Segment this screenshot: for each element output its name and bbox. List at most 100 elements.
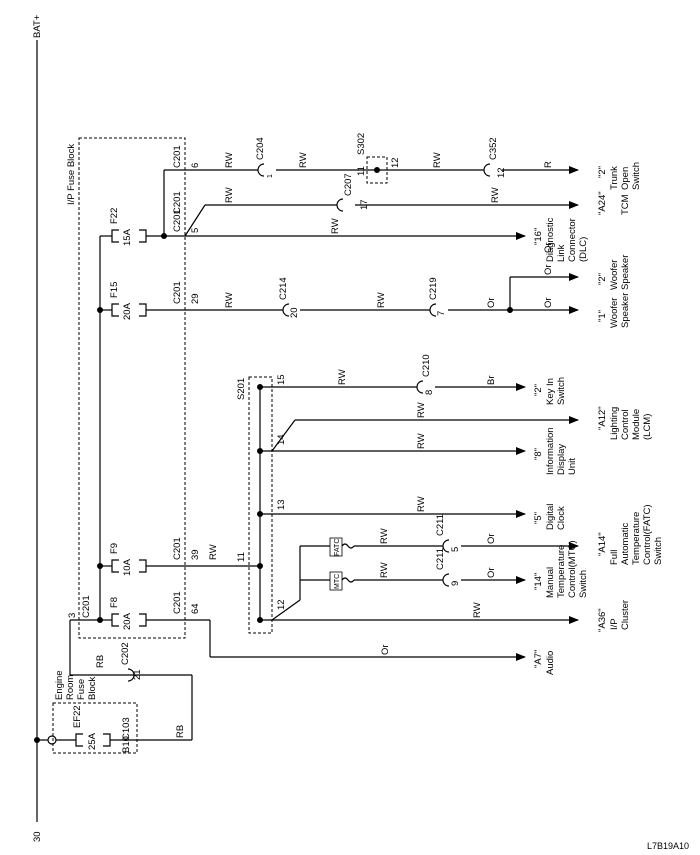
lcm-line-3: Module [631,409,642,440]
wire-br: Br [486,376,497,386]
dlc-line-3: Connector [567,218,578,262]
mtc-tag-box [329,571,343,591]
idu-line-3: Unit [567,458,578,475]
c210-label: C210 [421,354,432,377]
c204-connector [257,163,265,177]
clock-line-2: Clock [556,506,567,530]
s201-pin-14: 14 [276,434,287,445]
c201-3-pin: 3 [67,613,78,618]
wire-rw-10b: RW [379,562,390,578]
engine-room-label-2: Room [65,675,76,700]
fatc-tag: FATC [334,539,341,556]
keyin-ref: "2" [533,384,544,396]
cluster-line-1: I/P [609,618,620,630]
c207-connector [336,198,344,212]
c204-pin: 1 [267,174,274,178]
c201-f15-label: C201 [172,281,183,304]
woofer1-ref: "1" [597,310,608,322]
wire-rw-9: RW [416,496,427,512]
wire-rw-3: RW [330,218,341,234]
lcm-line-1: Lighting [609,407,620,440]
clock-line-1: Digital [545,504,556,530]
c219-pin: 7 [436,311,447,316]
engine-room-label-1: Engine [54,670,65,700]
clock-ref: "5" [533,512,544,524]
ip-fuse-block-box [78,137,186,639]
s302-out-pin: 12 [390,157,401,168]
ef22-rating: 25A [87,732,98,750]
wire-rw-8: RW [416,433,427,449]
fatc-tag-box [329,537,343,557]
f15-name: F15 [109,282,120,298]
mtc-ref: "14" [533,573,544,590]
wire-or-10d: Or [486,567,497,578]
f22-rating: 15A [122,228,133,246]
woofer2-line-1: Woofer [609,260,620,290]
s201-label: S201 [236,378,247,400]
dlc-ref: "16" [533,228,544,245]
c211-fatc-connector [442,539,450,553]
c210-pin: 8 [424,390,435,395]
c207-label: C207 [343,173,354,196]
c201-f8-pin: 64 [190,603,201,614]
keyin-line-2: Switch [556,377,567,405]
tcm-line-1: TCM [620,194,631,215]
f8-name: F8 [109,597,120,608]
woofer2-line-2: Speaker [620,255,631,290]
c201-f8-label: C201 [172,591,183,614]
wire-rw-1a: RW [224,152,235,168]
f22-name: F22 [109,208,120,224]
s302-label: S302 [356,133,367,155]
c210-connector [416,380,424,394]
c211-mtc-pin: 9 [450,581,461,586]
figure-code: L7B19A10 [647,841,689,851]
c201-f22b-label: C201 [172,209,183,232]
engine-room-fuse-block-box [52,702,138,754]
ground-number: 30 [32,831,43,842]
wire-rw-6a: RW [337,369,348,385]
wire-rw-4b: RW [376,292,387,308]
wire-rb-lower: RB [175,725,186,738]
c201-f9-pin: 39 [190,549,201,560]
dlc-line-1: Diagnostic [545,217,556,262]
audio-line-1: Audio [545,651,556,675]
fatc-line-3: Temperature [631,512,642,565]
wire-rw-1c: RW [432,152,443,168]
woofer-or-label: Or [543,242,554,253]
mtc-tag: MTC [334,574,341,589]
engine-room-label-3: Fuse [76,679,87,700]
mtc-wave [341,577,355,583]
f8-rating: 20A [122,612,133,630]
lcm-line-4: (LCM) [642,414,653,440]
wire-rw-2a: RW [224,187,235,203]
trunk-line-3: Switch [631,162,642,190]
s201-pin-15: 15 [276,374,287,385]
mtc-line-2: Temperature [556,545,567,598]
engine-room-label-4: Block [87,677,98,700]
c201-f15-pin: 29 [190,293,201,304]
c201-dlc-label: C201 [172,191,183,214]
b10-label: B10 [121,736,132,753]
c201-f22a-label: C201 [172,145,183,168]
c204-label: C204 [255,137,266,160]
s201-splice-box [248,376,273,634]
f9-rating: 10A [122,558,133,576]
cluster-ref: "A36" [597,608,608,632]
wire-rw-1b: RW [298,152,309,168]
c201-3-label: C201 [81,595,92,618]
c211-fatc-label: C211 [435,514,446,536]
c201-f22a-pin: 6 [190,163,201,168]
s302-in-pin: 11 [356,166,367,176]
bat-label: BAT+ [32,14,43,38]
lcm-line-2: Control [620,409,631,440]
audio-ref: "A7" [533,650,544,668]
keyin-line-1: Key In [545,378,556,405]
wire-r: R [543,161,554,168]
mtc-line-4: Switch [578,570,589,598]
fatc-line-4: Control(FATC) [642,504,653,565]
fatc-line-2: Automatic [620,523,631,565]
wire-or-12: Or [380,644,391,655]
c352-connector [483,163,491,177]
s201-pin-12: 12 [276,599,287,610]
